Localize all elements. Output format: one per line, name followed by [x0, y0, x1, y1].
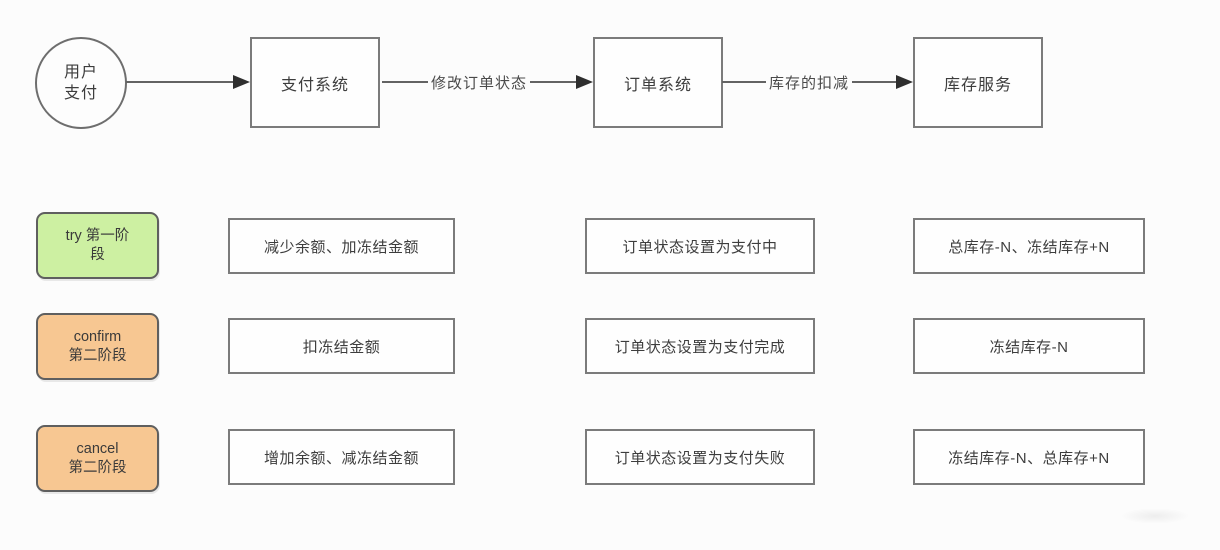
step-confirm-payment: 扣冻结金额	[228, 318, 455, 374]
phase-confirm-label-line1: confirm	[73, 328, 122, 345]
arrow-line	[722, 81, 766, 83]
start-node-user-payment: 用户 支付	[35, 37, 127, 129]
arrow-user-to-payment	[126, 74, 250, 90]
node-payment-system: 支付系统	[250, 37, 380, 128]
step-confirm-inventory-label: 冻结库存-N	[989, 338, 1069, 356]
edge-label-inventory-deduction: 库存的扣减	[769, 74, 850, 92]
node-order-system: 订单系统	[593, 37, 723, 128]
node-inventory-service: 库存服务	[913, 37, 1043, 128]
arrow-line	[126, 81, 233, 83]
arrow-order-to-inventory: 库存的扣减	[722, 74, 914, 92]
arrowhead-icon	[576, 75, 594, 89]
step-cancel-payment-label: 增加余额、减冻结金额	[263, 449, 419, 467]
scan-artifact-shadow	[1120, 508, 1190, 524]
arrow-line	[530, 81, 577, 83]
arrow-line	[852, 81, 897, 83]
phase-box-confirm: confirm 第二阶段	[36, 313, 159, 380]
arrowhead-icon	[896, 75, 914, 89]
arrowhead-icon	[233, 75, 250, 89]
step-try-payment: 减少余额、加冻结金额	[228, 218, 455, 274]
step-try-inventory: 总库存-N、冻结库存+N	[913, 218, 1145, 274]
step-confirm-inventory: 冻结库存-N	[913, 318, 1145, 374]
phase-cancel-label-line1: cancel	[76, 440, 119, 457]
step-confirm-payment-label: 扣冻结金额	[302, 338, 381, 356]
step-try-order: 订单状态设置为支付中	[585, 218, 815, 274]
step-cancel-inventory: 冻结库存-N、总库存+N	[913, 429, 1145, 485]
step-cancel-order-label: 订单状态设置为支付失败	[614, 449, 786, 467]
phase-box-try: try 第一阶 段	[36, 212, 159, 279]
phase-confirm-label-line2: 第二阶段	[68, 347, 127, 364]
phase-try-label-line1: try 第一阶	[65, 227, 130, 244]
phase-cancel-label-line2: 第二阶段	[68, 459, 127, 476]
node-payment-system-label: 支付系统	[280, 76, 349, 94]
phase-try-label-line2: 段	[90, 246, 105, 263]
step-confirm-order: 订单状态设置为支付完成	[585, 318, 815, 374]
step-cancel-order: 订单状态设置为支付失败	[585, 429, 815, 485]
step-cancel-inventory-label: 冻结库存-N、总库存+N	[948, 449, 1110, 467]
step-try-payment-label: 减少余额、加冻结金额	[263, 238, 419, 256]
arrow-line	[382, 81, 428, 83]
arrow-payment-to-order: 修改订单状态	[382, 74, 594, 92]
phase-box-cancel: cancel 第二阶段	[36, 425, 159, 492]
step-confirm-order-label: 订单状态设置为支付完成	[614, 338, 786, 356]
step-try-inventory-label: 总库存-N、冻结库存+N	[948, 238, 1110, 256]
step-cancel-payment: 增加余额、减冻结金额	[228, 429, 455, 485]
edge-label-modify-order-status: 修改订单状态	[431, 74, 528, 92]
node-inventory-service-label: 库存服务	[943, 76, 1012, 94]
node-order-system-label: 订单系统	[623, 76, 692, 94]
start-node-label-line2: 支付	[63, 85, 98, 102]
start-node-label-line1: 用户	[63, 64, 98, 81]
step-try-order-label: 订单状态设置为支付中	[622, 238, 778, 256]
